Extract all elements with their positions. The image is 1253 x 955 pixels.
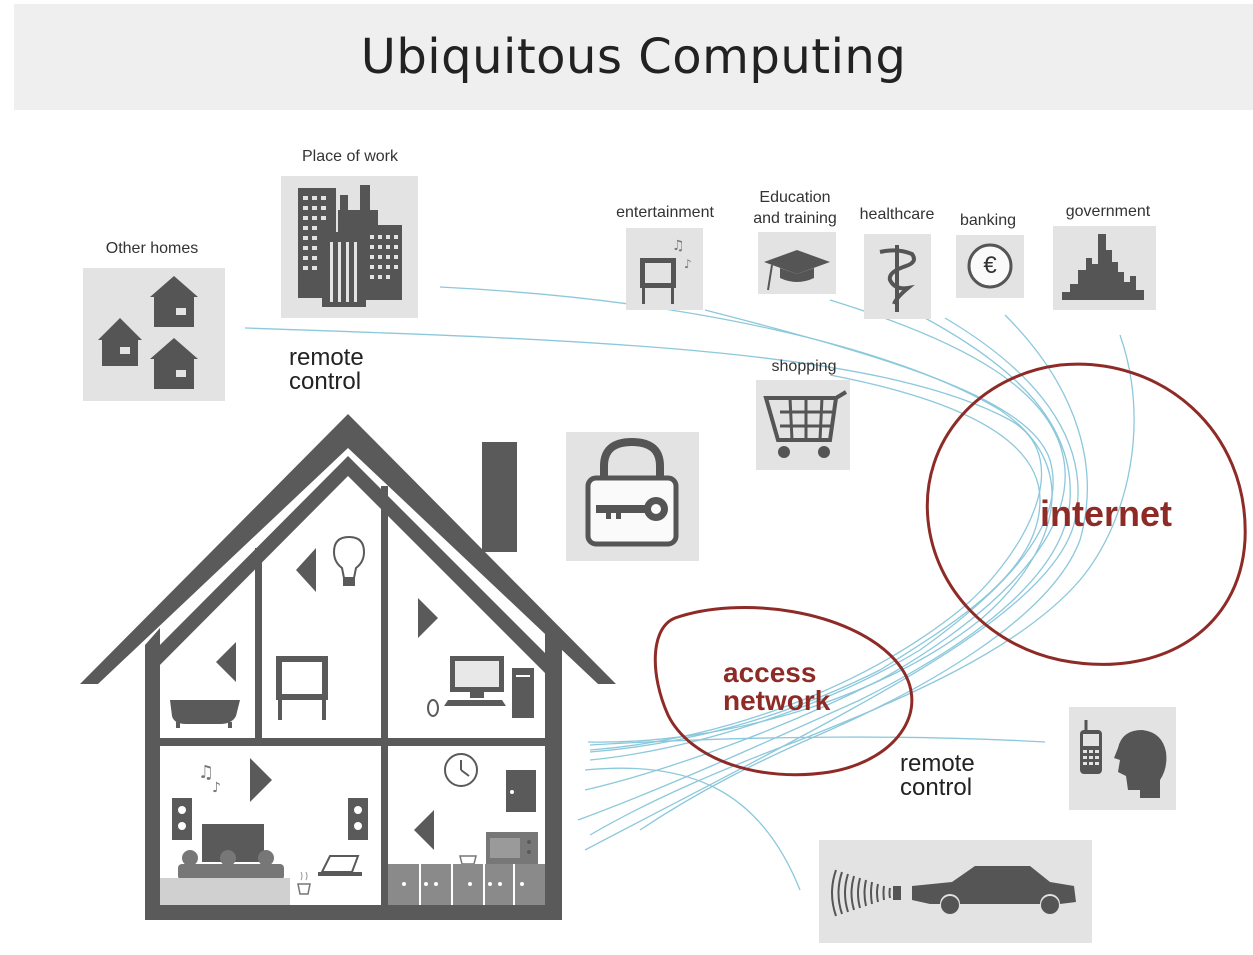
speaker-arrow-icon <box>414 810 434 850</box>
label-internet: internet <box>1040 493 1173 534</box>
desktop-computer-icon <box>427 656 534 718</box>
graduation-cap-icon <box>758 232 836 294</box>
speaker-arrow-icon <box>296 548 316 592</box>
internet-ellipse <box>925 362 1247 666</box>
sofa-people-icon <box>178 850 284 880</box>
svg-text:♫: ♫ <box>672 238 685 254</box>
kitchen-cabinets-icon <box>388 864 545 905</box>
caduceus-icon <box>864 234 931 319</box>
smart-home-house: ♫ ♪ <box>80 414 616 920</box>
svg-text:♪: ♪ <box>212 780 221 796</box>
kettle-icon <box>459 855 477 865</box>
speaker-icon <box>172 798 192 840</box>
euro-coin-icon <box>956 235 1024 298</box>
label-remote-control-top-line1: remote <box>289 344 364 371</box>
other-homes-icon <box>83 268 225 401</box>
label-banking: banking <box>959 212 1017 229</box>
label-healthcare: healthcare <box>859 206 935 223</box>
label-other-homes: Other homes <box>105 240 199 257</box>
page-title: Ubiquitous Computing <box>360 29 907 85</box>
chimney <box>482 442 517 552</box>
title-banner <box>14 4 1253 110</box>
label-education-line2: and training <box>753 210 837 227</box>
mobile-phone-user-icon <box>1069 707 1176 810</box>
speaker-arrow-icon <box>216 642 236 682</box>
label-access-line1: access <box>723 657 817 688</box>
speaker-arrow-icon <box>418 598 438 638</box>
connection-line <box>584 767 801 891</box>
light-bulb-icon <box>332 535 366 586</box>
government-chart-icon <box>1053 226 1156 310</box>
label-government: government <box>1065 203 1151 220</box>
entertainment-tv-icon: ♫ ♪ <box>626 228 703 310</box>
bathtub-icon <box>170 700 240 724</box>
connection-line <box>589 736 1046 746</box>
label-education-line1: Education <box>759 189 831 206</box>
coffee-cup-icon <box>297 871 311 895</box>
speaker-arrow-icon <box>250 758 272 802</box>
car-sensor-icon <box>819 840 1092 943</box>
label-remote-control-top-line2: control <box>289 368 362 395</box>
euro-symbol: € <box>983 252 997 279</box>
microwave-icon <box>486 832 538 864</box>
connection-line <box>244 327 1042 751</box>
label-access-line2: network <box>723 685 831 716</box>
speaker-icon <box>348 798 368 840</box>
lock-key-icon <box>566 432 699 561</box>
shopping-cart-icon <box>756 380 850 470</box>
access-network-ellipse <box>653 605 914 777</box>
label-entertainment: entertainment <box>616 204 714 221</box>
office-buildings-icon <box>281 176 418 318</box>
connection-line <box>584 317 1079 851</box>
svg-text:♪: ♪ <box>684 257 692 271</box>
laptop-icon <box>318 855 362 876</box>
connection-line <box>584 299 1066 791</box>
connection-line <box>577 304 1071 821</box>
connection-line <box>589 309 1054 761</box>
connection-line <box>589 334 1135 836</box>
label-remote-control-bottom-line1: remote <box>900 750 975 777</box>
connection-line <box>589 374 1041 753</box>
tv-icon <box>276 656 328 720</box>
music-notes-icon: ♫ <box>198 762 214 783</box>
connection-lines <box>244 286 1135 891</box>
label-remote-control-bottom-line2: control <box>900 774 973 801</box>
connection-line <box>439 286 1053 743</box>
label-shopping: shopping <box>771 358 837 375</box>
label-place-of-work: Place of work <box>301 148 399 165</box>
